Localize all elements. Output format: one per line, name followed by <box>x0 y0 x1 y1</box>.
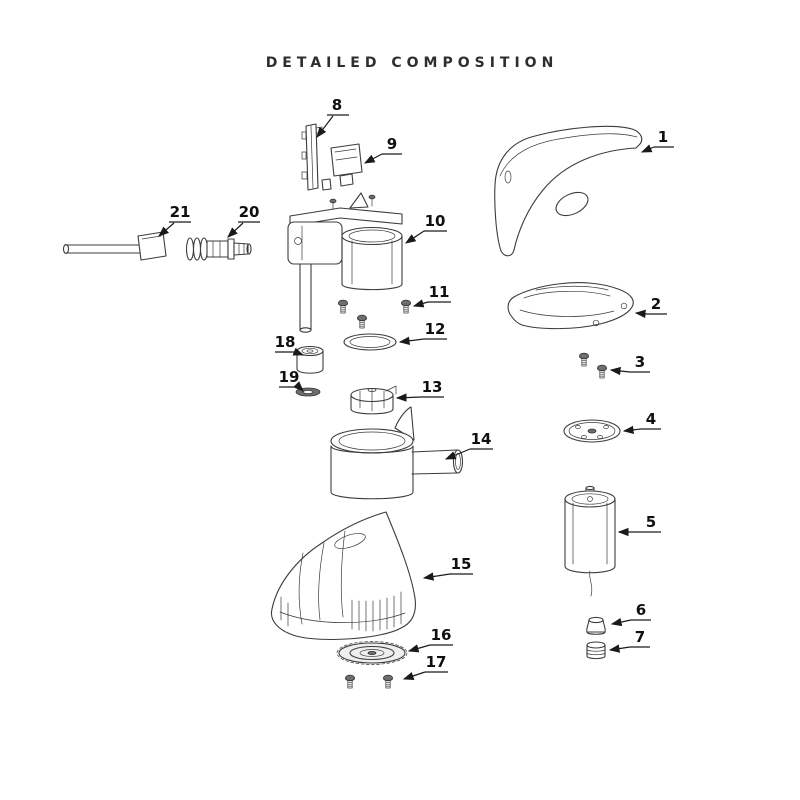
part-number: 19 <box>279 368 300 386</box>
part-label-15: 15 <box>422 555 473 581</box>
part-label-19: 19 <box>279 368 304 392</box>
part-label-13: 13 <box>395 378 444 402</box>
part-label-2: 2 <box>634 295 667 319</box>
part-12-o-ring <box>343 333 397 351</box>
part-number: 8 <box>332 96 342 114</box>
part-label-4: 4 <box>622 410 661 435</box>
part-5-motor <box>564 485 616 597</box>
part-3-cover-screws <box>579 352 607 379</box>
part-number: 7 <box>635 628 645 646</box>
part-label-18: 18 <box>275 333 305 356</box>
part-label-21: 21 <box>158 203 191 237</box>
part-label-6: 6 <box>610 601 651 627</box>
part-number: 16 <box>431 626 452 644</box>
part-label-12: 12 <box>398 320 447 345</box>
part-number: 15 <box>451 555 472 573</box>
part-number: 12 <box>425 320 446 338</box>
part-label-11: 11 <box>412 283 451 308</box>
part-1-top-cover <box>494 125 643 257</box>
part-label-14: 14 <box>444 430 493 460</box>
part-number: 4 <box>646 410 656 428</box>
part-6-motor-cap <box>586 616 606 635</box>
part-number: 2 <box>651 295 661 313</box>
part-label-3: 3 <box>609 353 650 376</box>
part-label-9: 9 <box>363 135 402 164</box>
part-11-head-screws <box>337 299 412 329</box>
part-label-17: 17 <box>402 653 448 680</box>
part-number: 3 <box>635 353 645 371</box>
part-label-8: 8 <box>316 96 349 138</box>
part-9-float-switch <box>321 143 363 191</box>
part-number: 14 <box>471 430 492 448</box>
part-number: 18 <box>275 333 296 351</box>
part-label-5: 5 <box>617 513 661 537</box>
part-17-base-screws <box>344 674 394 689</box>
part-number: 6 <box>636 601 646 619</box>
part-number: 17 <box>426 653 447 671</box>
part-label-16: 16 <box>407 626 453 653</box>
part-21-shaft-tube <box>62 231 167 261</box>
part-15-strainer-base <box>270 511 416 641</box>
part-4-motor-plate <box>563 419 621 443</box>
part-number: 13 <box>422 378 443 396</box>
part-number: 21 <box>170 203 191 221</box>
part-number: 5 <box>646 513 656 531</box>
page-title: DETAILED COMPOSITION <box>266 55 559 71</box>
part-19-washer <box>295 387 321 397</box>
part-number: 10 <box>425 212 446 230</box>
part-label-7: 7 <box>608 628 650 653</box>
part-label-1: 1 <box>640 128 674 153</box>
part-number: 9 <box>387 135 397 153</box>
part-number: 1 <box>658 128 668 146</box>
part-18-bushing <box>296 345 324 374</box>
part-8-mounting-bracket <box>301 123 323 191</box>
part-13-impeller <box>350 385 397 415</box>
part-16-strainer-plate <box>336 641 408 665</box>
part-7-seal-stack <box>586 641 606 660</box>
part-10-pump-head-assembly <box>287 192 403 333</box>
part-number: 20 <box>239 203 260 221</box>
part-number: 11 <box>429 283 450 301</box>
part-label-10: 10 <box>405 212 447 244</box>
part-2-upper-housing-cover <box>507 282 634 330</box>
part-14-pump-body <box>330 406 464 500</box>
part-20-hose-adapter <box>185 237 252 261</box>
part-label-20: 20 <box>227 203 260 238</box>
